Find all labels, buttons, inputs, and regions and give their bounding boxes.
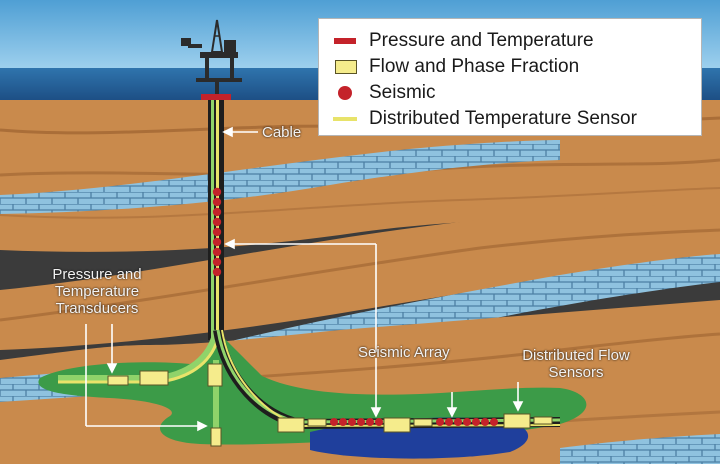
upper-aquifer: [0, 140, 560, 214]
legend-item-flow-phase: Flow and Phase Fraction: [333, 55, 579, 79]
legend-item-pressure-temperature: Pressure and Temperature: [333, 29, 594, 53]
transducers-label-line: Pressure and: [52, 266, 142, 283]
legend: Pressure and Temperature Flow and Phase …: [318, 18, 702, 136]
cable-label: Cable: [262, 124, 302, 141]
legend-label: Distributed Temperature Sensor: [369, 108, 637, 129]
legend-label: Flow and Phase Fraction: [369, 56, 580, 77]
legend-item-seismic: Seismic: [333, 81, 436, 105]
flow-sensors-label-line: Sensors: [548, 364, 604, 381]
transducers-label-line: Temperature: [54, 283, 140, 300]
flow-sensors-label-line: Distributed Flow: [522, 347, 630, 364]
lower-right-aquifer: [560, 434, 720, 464]
transducers-label-line: Transducers: [55, 300, 139, 317]
legend-item-dts: Distributed Temperature Sensor: [333, 107, 637, 131]
dts-swatch: [333, 117, 357, 121]
offshore-platform: [181, 19, 242, 82]
vertical-seismic-sensors: [212, 187, 222, 277]
flow-phase-swatch: [335, 60, 357, 74]
annotation-arrows: [85, 126, 524, 432]
seismic-array-label: Seismic Array: [358, 344, 450, 361]
wellhead-pressure-gauge: [201, 94, 231, 100]
seismic-swatch: [338, 86, 352, 100]
middle-sediment: [0, 202, 720, 350]
seismic-array-sensors: [330, 418, 498, 426]
legend-label: Seismic: [369, 82, 436, 103]
distributed-flow-sensors-label: Distributed Flow Sensors: [506, 347, 646, 381]
flow-phase-gauges: [107, 363, 553, 447]
legend-label: Pressure and Temperature: [369, 30, 594, 51]
transducers-label: Pressure and Temperature Transducers: [38, 266, 156, 317]
cable: [211, 100, 214, 340]
reservoir: [38, 336, 587, 445]
pressure-temperature-swatch: [334, 38, 356, 44]
